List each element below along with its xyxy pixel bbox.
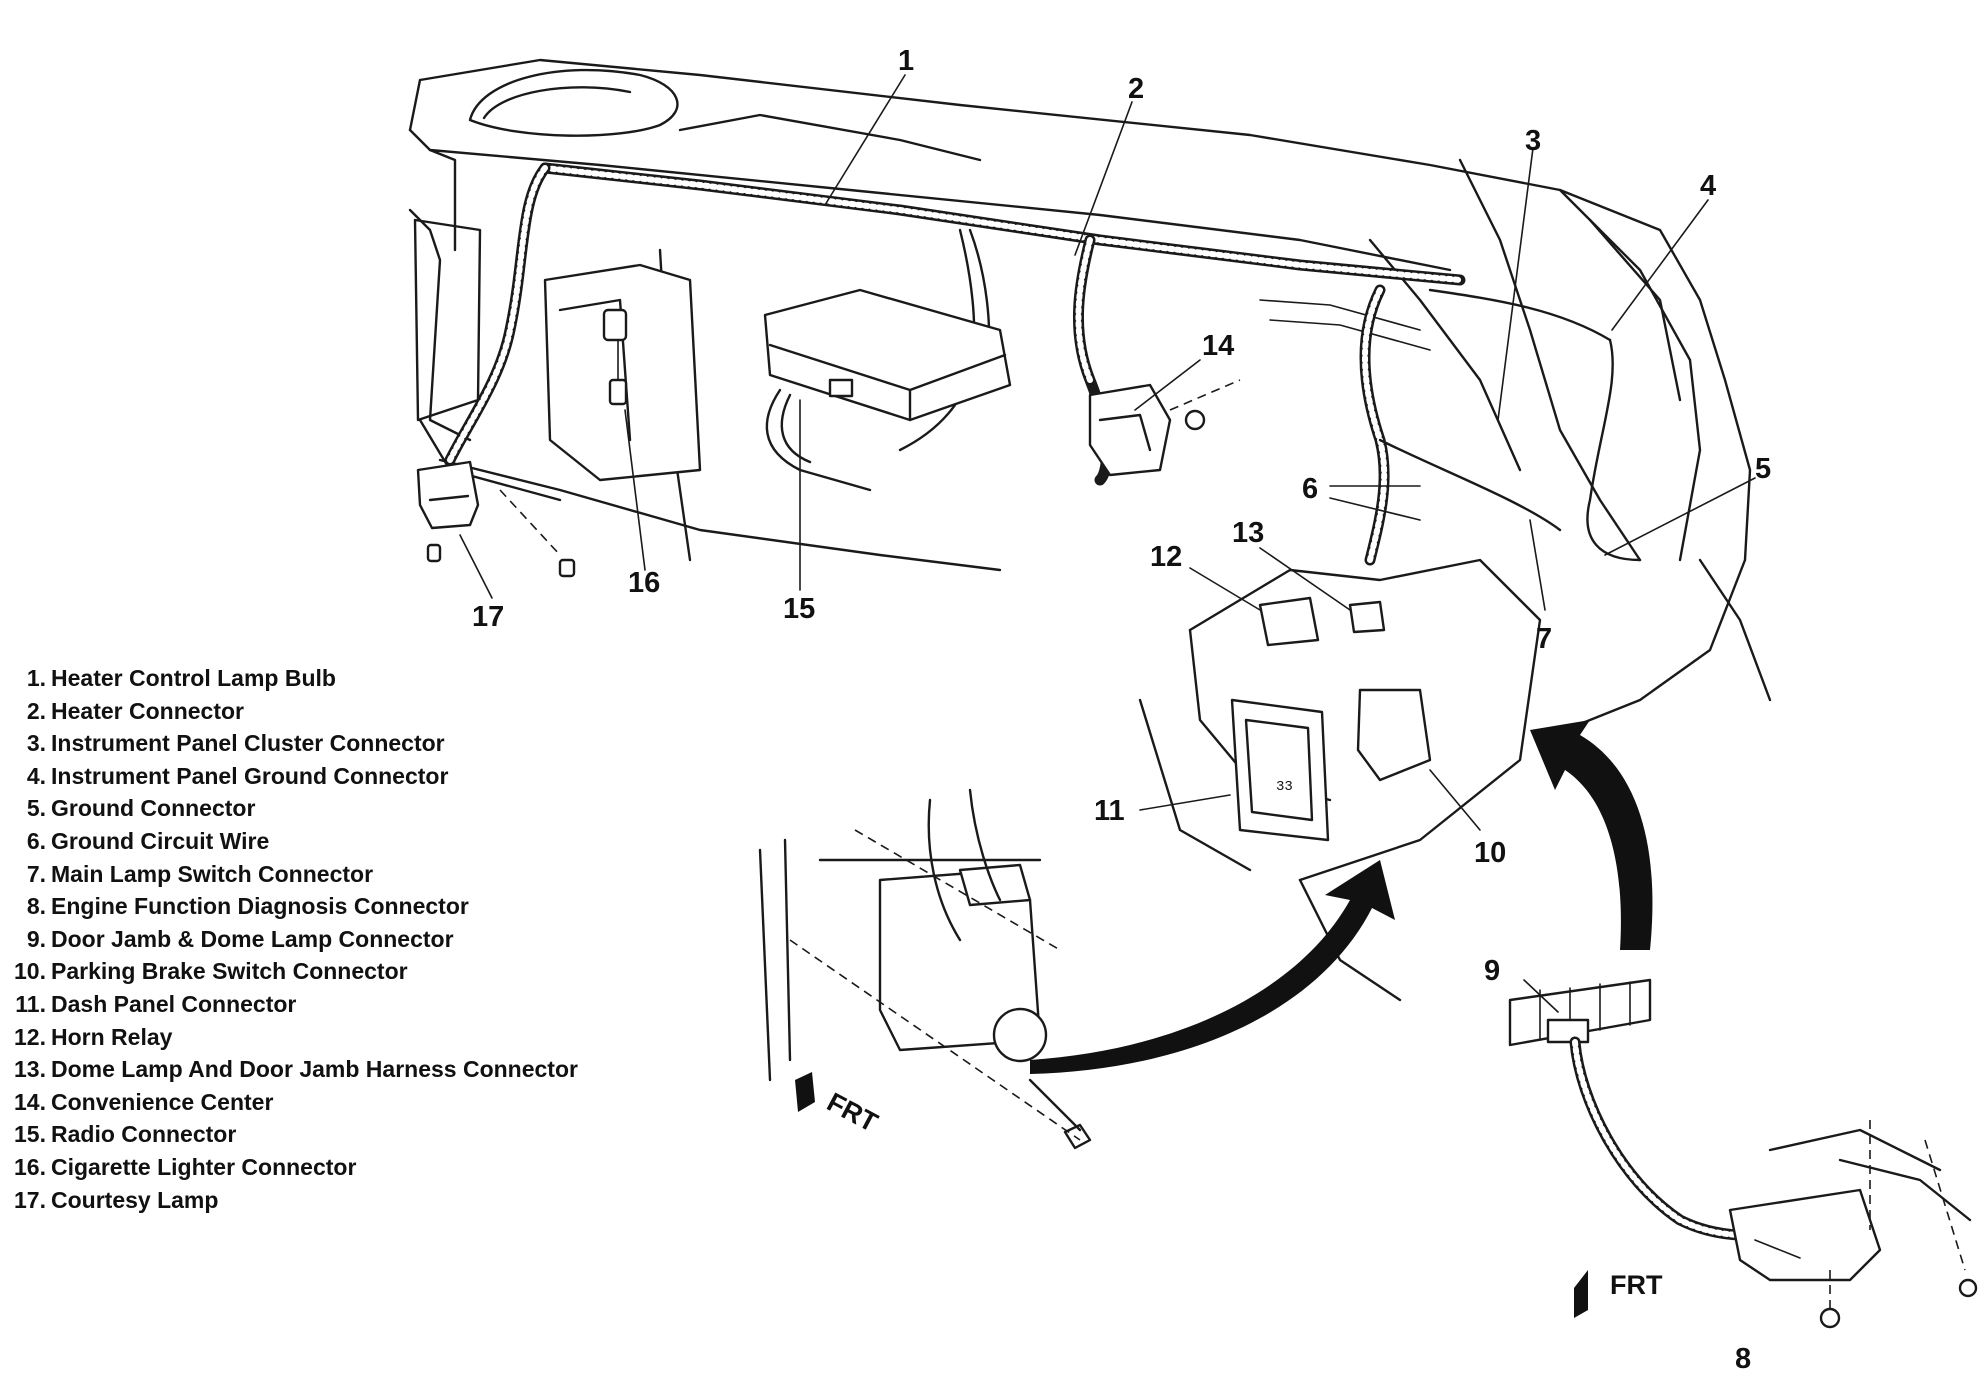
callout-2: 2 [1128, 73, 1144, 105]
callout-16: 16 [628, 567, 660, 599]
convenience-center [1088, 379, 1241, 477]
legend-item: 6.Ground Circuit Wire [26, 827, 270, 854]
callout-11: 11 [1094, 795, 1125, 827]
legend-item: 17.Courtesy Lamp [14, 1186, 219, 1213]
callout-1: 1 [898, 45, 914, 77]
callout-6: 6 [1302, 473, 1318, 505]
legend-item: 9.Door Jamb & Dome Lamp Connector [26, 925, 454, 952]
callout-9: 9 [1484, 955, 1500, 987]
legend-item: 15.Radio Connector [14, 1121, 237, 1148]
callout-14: 14 [1202, 330, 1234, 362]
callout-10: 10 [1474, 837, 1506, 869]
legend-item: 4.Instrument Panel Ground Connector [26, 762, 449, 789]
legend-item: 16.Cigarette Lighter Connector [14, 1153, 357, 1180]
legend-item: 8.Engine Function Diagnosis Connector [26, 893, 469, 920]
callout-17: 17 [472, 601, 504, 633]
frt-label-left: FRT [822, 1087, 883, 1138]
frt-marker-left: FRT [795, 1072, 883, 1138]
callout-8: 8 [1735, 1343, 1751, 1375]
leader-lines [459, 74, 1801, 1259]
callout-5: 5 [1755, 453, 1771, 485]
legend-item: 1.Heater Control Lamp Bulb [26, 665, 336, 691]
callout-3: 3 [1525, 125, 1541, 157]
callout-12: 12 [1150, 541, 1182, 573]
callout-labels: 1 2 3 4 5 6 7 8 9 10 11 12 13 14 15 16 1… [472, 45, 1771, 1375]
callout-4: 4 [1700, 170, 1716, 202]
legend-item: 5.Ground Connector [26, 795, 256, 822]
legend-item: 13.Dome Lamp And Door Jamb Harness Conne… [14, 1056, 578, 1083]
legend-item: 2.Heater Connector [26, 697, 244, 724]
front-arrow-icon [1574, 1270, 1588, 1318]
callout-13: 13 [1232, 517, 1264, 549]
legend-item: 12.Horn Relay [14, 1023, 173, 1050]
legend-item: 10.Parking Brake Switch Connector [14, 958, 408, 985]
lower-dash-area: 33 [1138, 558, 1542, 1002]
legend-item: 14.Convenience Center [14, 1088, 274, 1115]
legend-item: 11.Dash Panel Connector [15, 990, 297, 1017]
front-arrow-icon [795, 1072, 815, 1112]
frt-marker-right: FRT [1574, 1270, 1663, 1318]
courtesy-lamp [416, 460, 576, 578]
callout-7: 7 [1536, 623, 1552, 655]
parts-legend: 1.Heater Control Lamp Bulb 2.Heater Conn… [0, 662, 578, 1216]
inset-door-jamb [1508, 978, 1978, 1329]
legend-item: 3.Instrument Panel Cluster Connector [26, 730, 445, 757]
callout-15: 15 [783, 593, 815, 625]
svg-text:33: 33 [1276, 779, 1293, 795]
radio-unit [763, 288, 1012, 492]
legend-item: 7.Main Lamp Switch Connector [26, 860, 374, 887]
frt-label-right: FRT [1610, 1270, 1663, 1300]
inset-dash-connector [758, 788, 1092, 1150]
heater-control-area [543, 263, 702, 482]
detail-arrows [1030, 720, 1653, 1074]
